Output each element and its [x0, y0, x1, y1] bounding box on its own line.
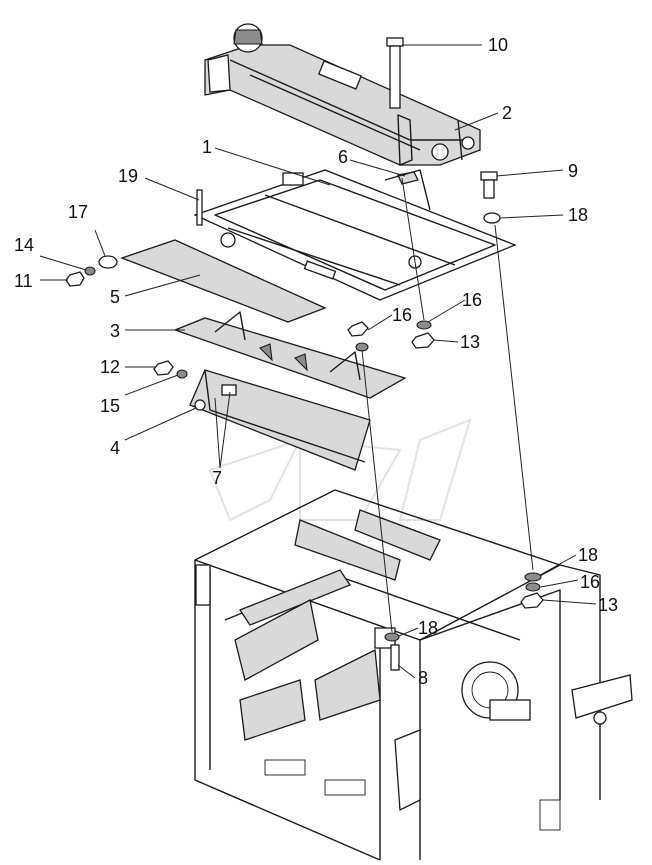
callout-19: 19: [118, 166, 138, 186]
bolt-part-9: [480, 171, 501, 224]
callout-16-b: 16: [462, 290, 482, 310]
fasteners-right-corner: [384, 572, 544, 642]
assembly-axes: [361, 177, 534, 633]
callout-7: 7: [212, 468, 222, 488]
fasteners-mid-left: [153, 360, 188, 379]
strip-part-5: [120, 239, 327, 323]
callout-15: 15: [100, 396, 120, 416]
fasteners-center: [347, 320, 435, 352]
callout-14: 14: [14, 235, 34, 255]
callout-16-a: 16: [392, 305, 412, 325]
callout-16-c: 16: [580, 572, 600, 592]
callout-2: 2: [502, 103, 512, 123]
callout-12: 12: [100, 357, 120, 377]
main-housing: [194, 489, 633, 861]
callout-9: 9: [568, 161, 578, 181]
angle-bar-part-4: [189, 369, 371, 471]
cover-plate-part-1: [193, 169, 517, 301]
bolt-part-10: [386, 37, 404, 109]
pin-part-19: [196, 189, 203, 226]
leader-lines: [39, 44, 597, 679]
callout-3: 3: [110, 321, 120, 341]
beater-bar-part-3: [173, 311, 407, 399]
top-bracket-part-2: [204, 23, 481, 166]
callout-8: 8: [418, 668, 428, 688]
callout-labels: 10 2 1 6 9 18 19 17 14 11 5 3 12 15 4 7 …: [14, 35, 618, 688]
callout-18-right: 18: [578, 545, 598, 565]
callout-6: 6: [338, 147, 348, 167]
rod-part-8: [390, 644, 400, 671]
callout-17: 17: [68, 202, 88, 222]
callout-18-lower: 18: [418, 618, 438, 638]
callout-13-a: 13: [460, 332, 480, 352]
callout-11: 11: [14, 271, 33, 291]
callout-4: 4: [110, 438, 120, 458]
callout-18-top: 18: [568, 205, 588, 225]
fasteners-left: [65, 255, 118, 287]
callout-13-b: 13: [598, 595, 618, 615]
callout-5: 5: [110, 287, 120, 307]
callout-1: 1: [202, 137, 212, 157]
callout-10: 10: [488, 35, 508, 55]
